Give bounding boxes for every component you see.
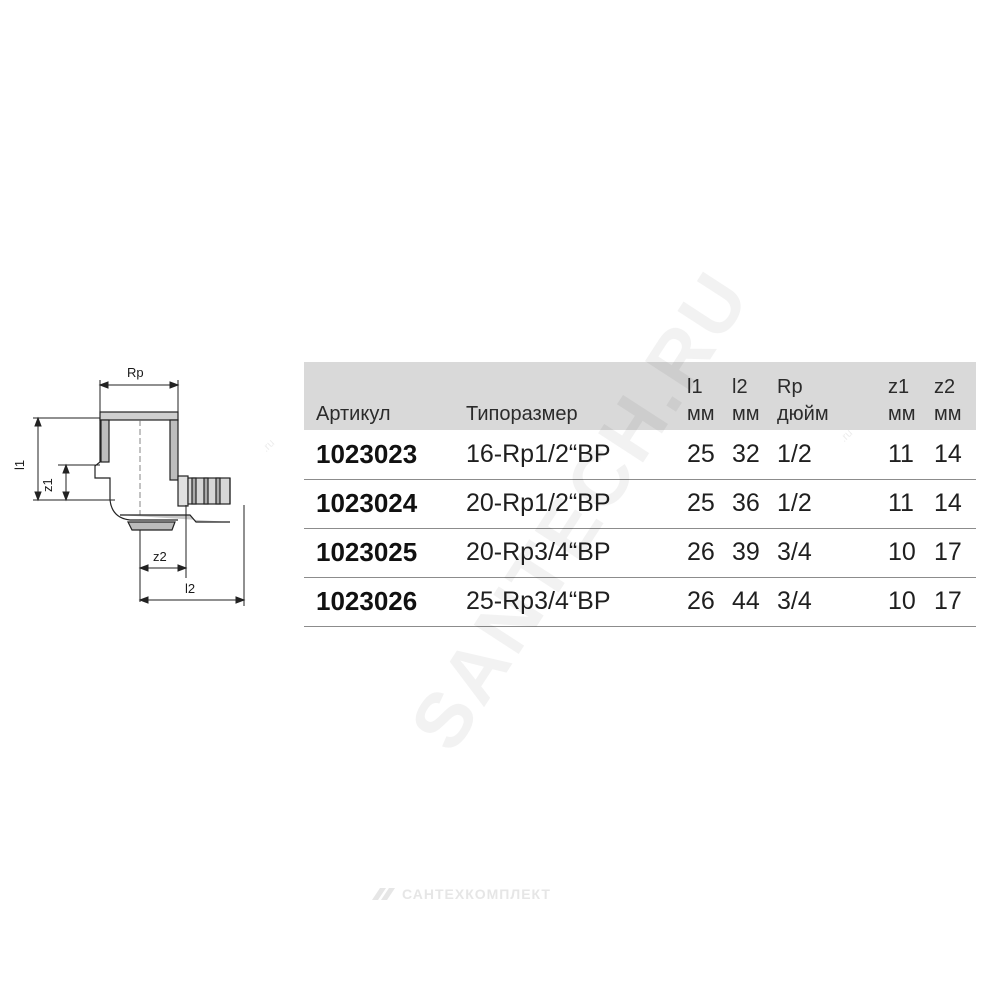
cell-rp: 3/4 bbox=[777, 538, 812, 566]
cell-size: 20-Rp1/2“ВР bbox=[466, 489, 611, 517]
logo-text: САНТЕХКОМПЛЕКТ bbox=[402, 886, 551, 902]
cell-z1: 11 bbox=[888, 440, 914, 468]
cell-z2: 14 bbox=[934, 489, 962, 517]
z1-label: z1 bbox=[40, 478, 55, 492]
cell-rp: 1/2 bbox=[777, 440, 812, 468]
rp-dimension bbox=[98, 380, 180, 412]
fitting-body bbox=[94, 411, 231, 531]
cell-article: 1023024 bbox=[316, 488, 418, 518]
cell-l1: 26 bbox=[687, 587, 715, 615]
cell-size: 16-Rp1/2“ВР bbox=[466, 440, 611, 468]
z2-label: z2 bbox=[153, 549, 167, 564]
cell-l2: 36 bbox=[732, 489, 760, 517]
watermark-small: .ru bbox=[259, 437, 278, 455]
cell-rp: 1/2 bbox=[777, 489, 812, 517]
cell-z2: 17 bbox=[934, 587, 962, 615]
z1-dimension bbox=[58, 463, 100, 502]
rp-label: Rp bbox=[127, 365, 144, 380]
header-z1-unit: мм bbox=[888, 403, 916, 425]
cell-z1: 10 bbox=[888, 538, 916, 566]
l2-dimension bbox=[138, 505, 246, 606]
logo-icon bbox=[372, 888, 395, 900]
l2-label: l2 bbox=[185, 581, 195, 596]
header-z2-top: z2 bbox=[934, 376, 956, 398]
cell-l1: 25 bbox=[687, 489, 715, 517]
cell-rp: 3/4 bbox=[777, 587, 812, 615]
fitting-drawing: Rp l1 z1 z2 l2 bbox=[12, 365, 246, 606]
cell-l2: 32 bbox=[732, 440, 760, 468]
cell-z1: 11 bbox=[888, 489, 914, 517]
cell-z2: 14 bbox=[934, 440, 962, 468]
spec-table: Артикул Типоразмер l1 мм l2 мм Rp дюйм z… bbox=[304, 362, 976, 628]
header-size: Типоразмер bbox=[466, 403, 578, 425]
cell-size: 25-Rp3/4“ВР bbox=[466, 587, 611, 615]
cell-l1: 25 bbox=[687, 440, 715, 468]
cell-l2: 39 bbox=[732, 538, 760, 566]
header-z1-top: z1 bbox=[888, 376, 910, 398]
l1-label: l1 bbox=[12, 460, 27, 470]
table-header: Артикул Типоразмер l1 мм l2 мм Rp дюйм z… bbox=[304, 362, 976, 430]
cell-size: 20-Rp3/4“ВР bbox=[466, 538, 611, 566]
table-row: 1023023 16-Rp1/2“ВР 25 32 1/2 11 14 bbox=[304, 430, 976, 480]
header-l1-top: l1 bbox=[687, 376, 703, 398]
cell-z2: 17 bbox=[934, 538, 962, 566]
cell-l1: 26 bbox=[687, 538, 715, 566]
header-article: Артикул bbox=[316, 403, 391, 425]
header-l2-top: l2 bbox=[732, 376, 748, 398]
header-l1-unit: мм bbox=[687, 403, 715, 425]
table-row: 1023025 20-Rp3/4“ВР 26 39 3/4 10 17 bbox=[304, 528, 976, 578]
header-l2-unit: мм bbox=[732, 403, 760, 425]
cell-article: 1023026 bbox=[316, 586, 418, 616]
cell-z1: 10 bbox=[888, 587, 916, 615]
header-rp-top: Rp bbox=[777, 376, 803, 398]
z2-dimension bbox=[138, 505, 188, 602]
footer-logo: САНТЕХКОМПЛЕКТ bbox=[370, 884, 551, 904]
table-row: 1023024 20-Rp1/2“ВР 25 36 1/2 11 14 bbox=[304, 479, 976, 529]
header-rp-unit: дюйм bbox=[777, 403, 829, 425]
cell-article: 1023023 bbox=[316, 439, 418, 469]
cell-article: 1023025 bbox=[316, 537, 418, 567]
cell-l2: 44 bbox=[732, 587, 760, 615]
header-z2-unit: мм bbox=[934, 403, 962, 425]
table-row: 1023026 25-Rp3/4“ВР 26 44 3/4 10 17 bbox=[304, 577, 976, 627]
l1-dimension bbox=[33, 416, 115, 502]
